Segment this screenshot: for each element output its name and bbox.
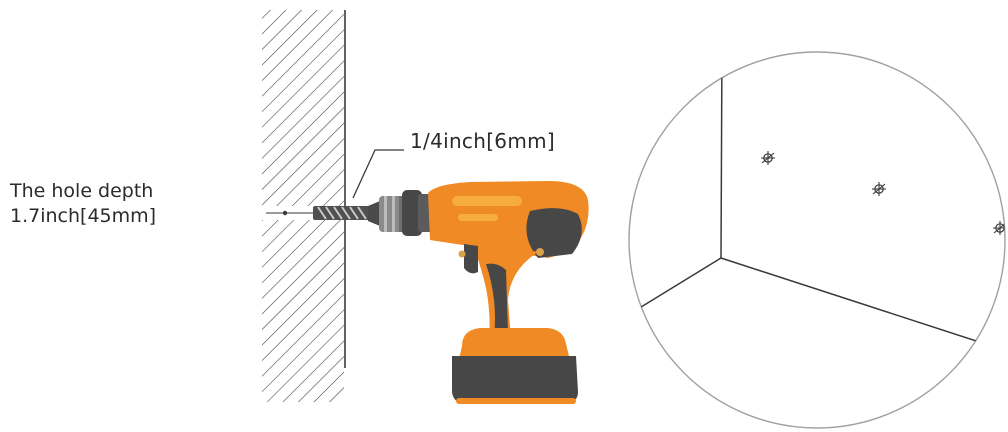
hole-depth-title: The hole depth	[10, 180, 154, 202]
power-drill-icon	[368, 181, 589, 404]
drill-bit-size-label: 1/4inch[6mm]	[410, 129, 555, 153]
drill-bit-icon	[313, 206, 373, 220]
wall-corner-magnifier-icon	[628, 51, 1006, 429]
corner-right-floor-line	[720, 257, 1005, 353]
hole-depth-value: 1.7inch[45mm]	[10, 205, 157, 227]
corner-vertical-line	[720, 52, 723, 259]
bit-leader-line	[352, 149, 404, 199]
